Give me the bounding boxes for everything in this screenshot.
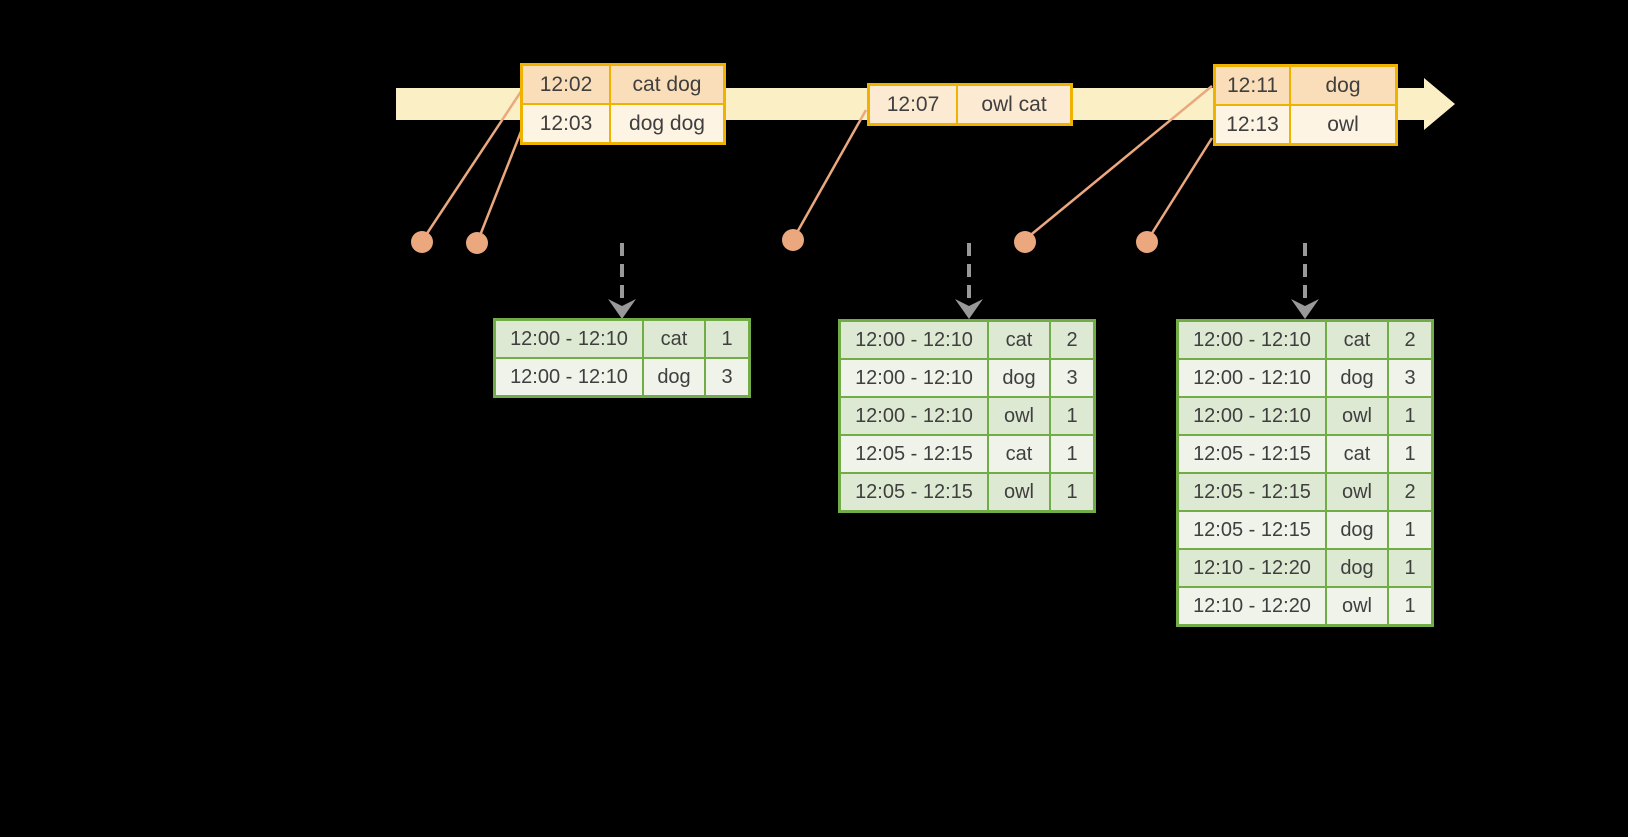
event-dot [1014, 231, 1036, 253]
word-cell: cat [989, 322, 1049, 358]
event-time-cell: 12:02 [523, 66, 609, 103]
window-cell: 12:00 - 12:10 [841, 360, 987, 396]
event-words-cell: owl cat [958, 86, 1070, 123]
event-words-cell: cat dog [611, 66, 723, 103]
count-cell: 1 [1389, 398, 1431, 434]
event-words-cell: dog [1291, 67, 1395, 104]
event-words-cell: dog dog [611, 105, 723, 142]
window-cell: 12:00 - 12:10 [496, 321, 642, 357]
count-cell: 2 [1051, 322, 1093, 358]
count-cell: 1 [1389, 436, 1431, 472]
window-cell: 12:05 - 12:15 [1179, 512, 1325, 548]
down-arrowhead-icon [1291, 299, 1319, 319]
word-cell: owl [1327, 398, 1387, 434]
word-cell: cat [644, 321, 704, 357]
word-cell: dog [1327, 512, 1387, 548]
window-cell: 12:00 - 12:10 [1179, 322, 1325, 358]
connector-line [1147, 137, 1214, 239]
connector-line [477, 123, 526, 239]
window-cell: 12:05 - 12:15 [841, 474, 987, 510]
event-time-cell: 12:03 [523, 105, 609, 142]
count-cell: 3 [706, 359, 748, 395]
count-cell: 3 [1051, 360, 1093, 396]
window-cell: 12:00 - 12:10 [1179, 398, 1325, 434]
word-cell: cat [1327, 436, 1387, 472]
event-words-cell: owl [1291, 106, 1395, 143]
window-cell: 12:00 - 12:10 [1179, 360, 1325, 396]
word-cell: dog [989, 360, 1049, 396]
count-cell: 1 [1389, 588, 1431, 624]
word-cell: owl [1327, 474, 1387, 510]
event-dot [782, 229, 804, 251]
word-cell: cat [989, 436, 1049, 472]
event-time-cell: 12:11 [1216, 67, 1289, 104]
down-arrowhead-icon [608, 299, 636, 319]
count-cell: 1 [706, 321, 748, 357]
timeline-arrowhead-icon [1424, 78, 1455, 130]
event-time-cell: 12:07 [870, 86, 956, 123]
count-cell: 1 [1051, 474, 1093, 510]
window-cell: 12:10 - 12:20 [1179, 588, 1325, 624]
word-cell: dog [1327, 550, 1387, 586]
window-cell: 12:00 - 12:10 [841, 322, 987, 358]
word-cell: owl [1327, 588, 1387, 624]
event-time-cell: 12:13 [1216, 106, 1289, 143]
window-cell: 12:10 - 12:20 [1179, 550, 1325, 586]
window-cell: 12:05 - 12:15 [1179, 436, 1325, 472]
window-cell: 12:00 - 12:10 [496, 359, 642, 395]
count-cell: 2 [1389, 322, 1431, 358]
count-cell: 3 [1389, 360, 1431, 396]
event-dot [466, 232, 488, 254]
down-arrowhead-icon [955, 299, 983, 319]
count-cell: 1 [1389, 512, 1431, 548]
connector-line [793, 109, 868, 237]
window-cell: 12:05 - 12:15 [841, 436, 987, 472]
word-cell: owl [989, 398, 1049, 434]
event-dots [411, 229, 1158, 254]
word-cell: dog [644, 359, 704, 395]
word-cell: dog [1327, 360, 1387, 396]
trigger-arrowheads [608, 299, 1319, 319]
event-dot [411, 231, 433, 253]
window-cell: 12:00 - 12:10 [841, 398, 987, 434]
count-cell: 1 [1051, 398, 1093, 434]
count-cell: 2 [1389, 474, 1431, 510]
event-dot [1136, 231, 1158, 253]
count-cell: 1 [1051, 436, 1093, 472]
word-cell: owl [989, 474, 1049, 510]
word-cell: cat [1327, 322, 1387, 358]
count-cell: 1 [1389, 550, 1431, 586]
trigger-dashed-lines [620, 243, 1307, 300]
window-cell: 12:05 - 12:15 [1179, 474, 1325, 510]
